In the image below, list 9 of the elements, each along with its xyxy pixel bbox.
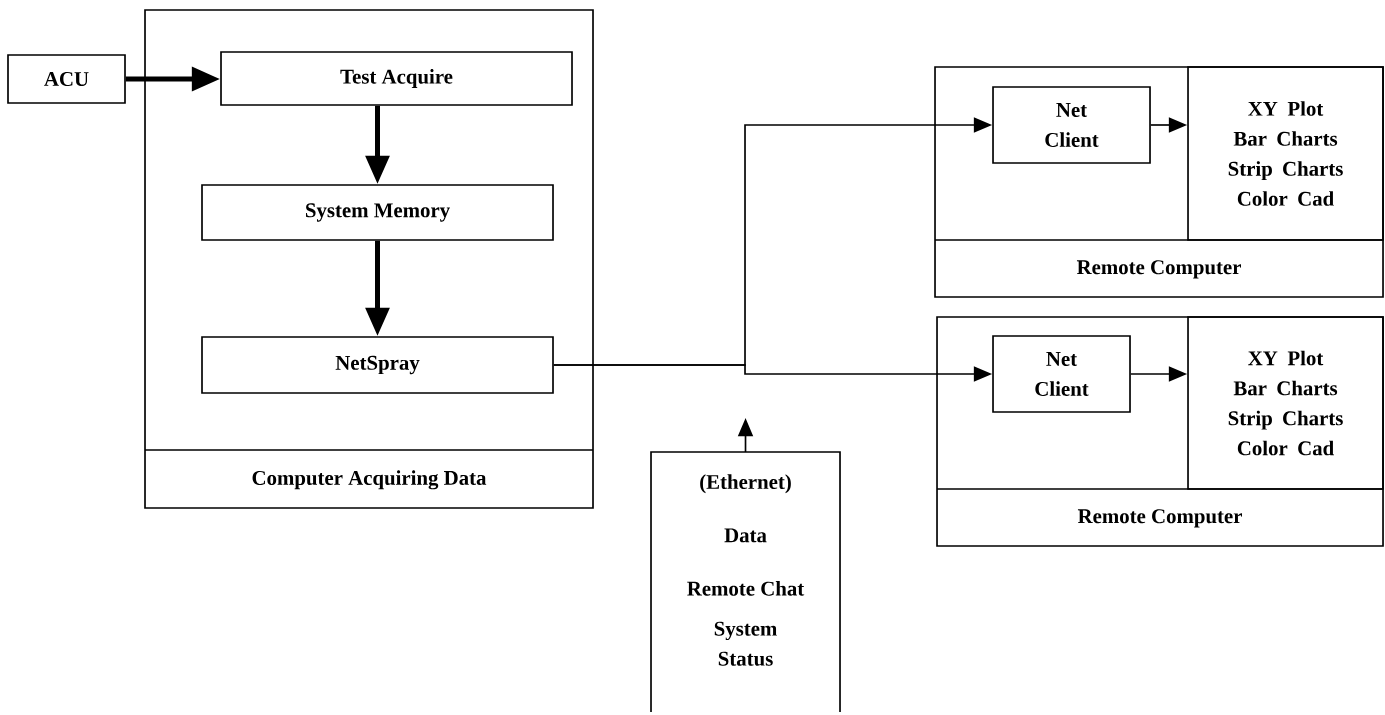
output-panel: XY Plot Bar Charts Strip Charts Color Cad [1187,316,1384,490]
process-box: Test Acquire [220,51,573,106]
ethernet-box: (Ethernet) Data Remote Chat System Status [650,451,841,713]
process-box: ACU [7,54,126,104]
process-box: Net Client [992,335,1131,413]
process-box: Net Client [992,86,1151,164]
output-panel: XY Plot Bar Charts Strip Charts Color Cad [1187,66,1384,241]
process-box: NetSpray [201,336,554,394]
process-box: System Memory [201,184,554,241]
